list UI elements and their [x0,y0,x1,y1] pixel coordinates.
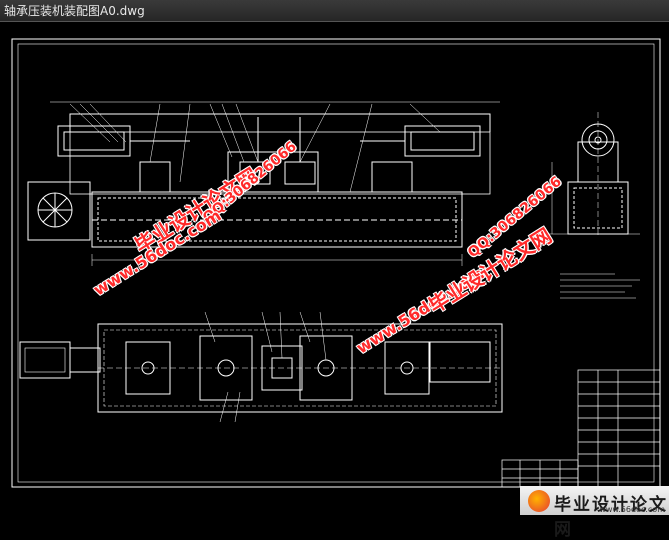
brand-text: 毕业设计论文网 [554,495,668,540]
drawing-border [17,43,655,483]
title-block [501,369,661,488]
front-view [27,101,500,266]
window-title: 轴承压装机装配图A0.dwg [4,4,145,18]
side-view [548,112,640,238]
brand-banner: 毕业设计论文网 www.56doc.com [520,486,669,540]
drawing-frame [11,38,661,488]
brand-logo-icon [528,490,550,512]
technical-notes [560,273,640,299]
brand-url: www.56doc.com [599,505,665,514]
cad-drawing [11,38,661,488]
window-titlebar: 轴承压装机装配图A0.dwg [0,0,669,22]
plan-view [19,311,503,423]
drawing-canvas[interactable]: 毕业设计论文网 QQ:306826066 www.56doc.com www.5… [0,22,669,515]
